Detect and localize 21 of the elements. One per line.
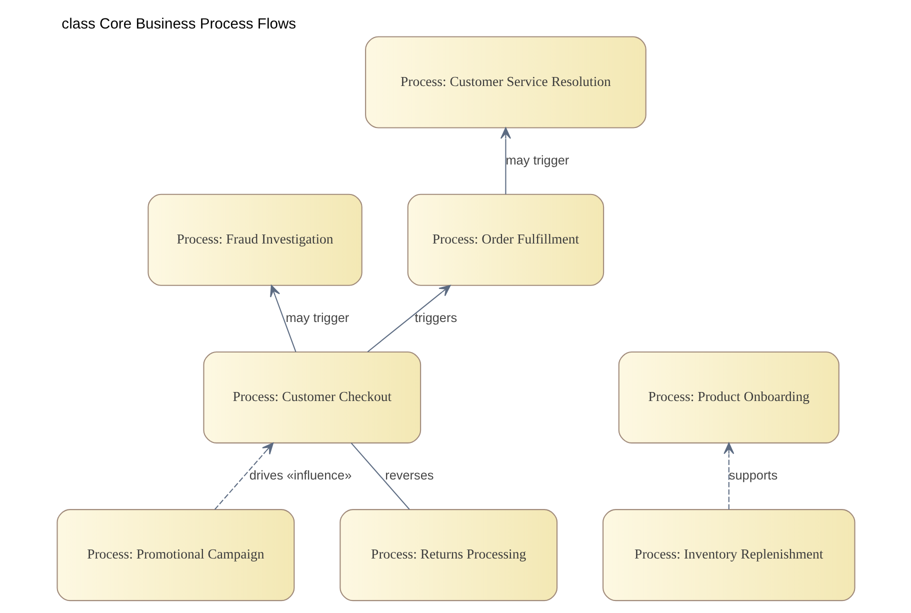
arrow <box>270 284 296 352</box>
edge-label: triggers <box>414 310 457 325</box>
arrow <box>214 442 274 510</box>
node-box: Process: Fraud Investigation <box>147 194 362 286</box>
edge-label: may trigger <box>285 310 349 325</box>
edge-label: reverses <box>384 468 434 483</box>
node-box: Process: Product Onboarding <box>618 351 839 444</box>
edge-label: supports <box>728 468 778 483</box>
connector <box>350 442 410 510</box>
arrow <box>366 284 450 352</box>
node-box: Process: Customer Checkout <box>202 351 421 444</box>
node-box: Process: Customer Service Resolution <box>364 36 646 128</box>
arrow <box>500 127 510 194</box>
node-box: Process: Returns Processing <box>339 509 558 602</box>
node-box: Process: Inventory Replenishment <box>602 509 855 602</box>
diagram-title: class Core Business Process Flows <box>61 16 296 33</box>
node-box: Process: Order Fulfillment <box>406 194 604 286</box>
edge-label: drives «influence» <box>248 468 352 483</box>
edge-label: may trigger <box>505 153 569 168</box>
arrow <box>723 442 734 510</box>
node-box: Process: Promotional Campaign <box>56 509 294 602</box>
